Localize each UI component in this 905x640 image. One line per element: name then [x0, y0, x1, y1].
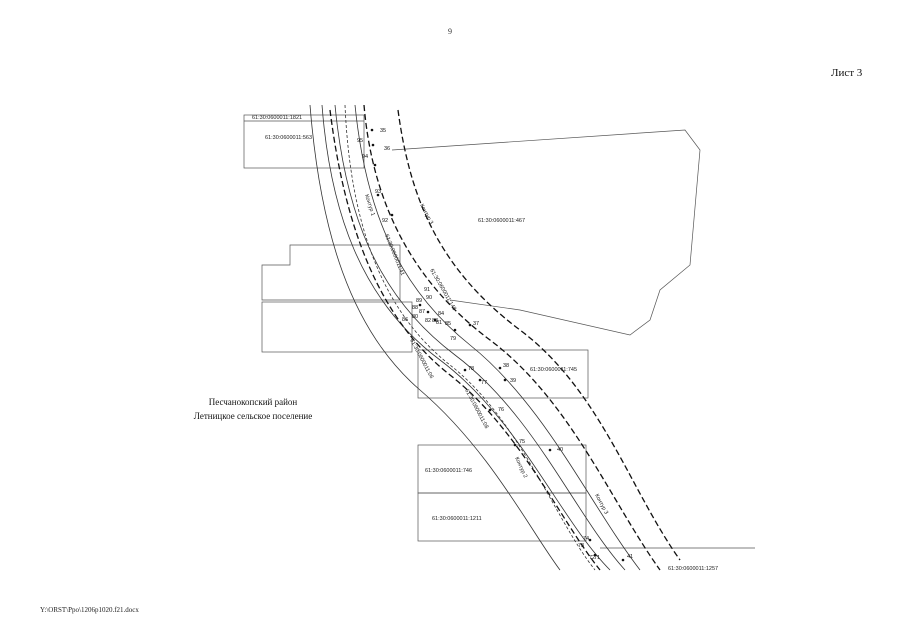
hatched-boundary-left: [329, 109, 601, 571]
hatched-boundary-outer: [397, 109, 681, 561]
contour-label-2: Контур 2: [513, 456, 528, 479]
parcel-label-1211: 61:30:0600011:1211: [432, 516, 482, 522]
settlement-name: Летницкое сельское поселение: [193, 411, 313, 421]
point-73: 73: [578, 543, 584, 549]
strip-label-2: 61:30:0600011:148: [428, 268, 457, 312]
point-38: 38: [503, 363, 509, 369]
point-37: 37: [473, 321, 479, 327]
point-35: 35: [380, 128, 386, 134]
strip-label-3: 61:30:0600011:06: [408, 338, 434, 380]
contour-label-3b: Контур 3: [593, 493, 609, 515]
point-94: 94: [362, 154, 368, 160]
point-84: 84: [438, 311, 444, 317]
point-81: 81: [436, 320, 442, 326]
corridor-line-1: [321, 104, 611, 571]
point-90: 90: [426, 295, 432, 301]
parcel-563-boundary: [243, 114, 365, 169]
hatched-boundary-right: [363, 104, 661, 571]
point-80: 80: [412, 314, 418, 320]
point-89: 89: [416, 298, 422, 304]
point-75: 75: [519, 439, 525, 445]
point-85: 85: [445, 321, 451, 327]
parcel-label-1257: 61:30:0600011:1257: [668, 566, 718, 572]
survey-points: [370, 128, 625, 562]
parcel-label-467: 61:30:0600011:467: [478, 218, 525, 224]
parcel-label-745: 61:30:0600011:745: [530, 367, 577, 373]
point-86: 86: [402, 317, 408, 323]
point-91: 91: [424, 287, 430, 293]
point-72: 72: [589, 555, 595, 561]
point-78: 78: [468, 366, 474, 372]
point-92: 92: [382, 218, 388, 224]
point-71: 71: [594, 555, 600, 561]
parcel-left-upper: [261, 244, 401, 301]
point-36: 36: [384, 146, 390, 152]
point-79: 79: [450, 336, 456, 342]
parcel-467-boundary: [391, 129, 701, 336]
district-name: Песчанокопский район: [208, 397, 298, 407]
point-93: 93: [375, 189, 381, 195]
corridor-line-2: [334, 104, 626, 571]
parcel-label-563: 61:30:0600011:563: [265, 135, 312, 141]
strip-label-4: 61:30:0600011:08: [463, 388, 489, 430]
point-39: 39: [510, 378, 516, 384]
point-74: 74: [583, 536, 589, 542]
point-40: 40: [557, 447, 563, 453]
point-82: 82: [425, 318, 431, 324]
contour-label-3a: Контур 3: [418, 203, 434, 225]
point-88: 88: [412, 305, 418, 311]
sheet-label: Лист 3: [831, 67, 863, 79]
page-number: 9: [448, 27, 452, 36]
contour-label-1: Контур 1: [363, 194, 376, 217]
corridor-line-3: [354, 104, 641, 571]
point-41: 41: [627, 554, 633, 560]
point-95: 95: [357, 138, 363, 144]
point-76: 76: [498, 407, 504, 413]
point-87: 87: [419, 309, 425, 315]
strip-label-1: 61:30:0600011:41: [383, 234, 405, 277]
parcel-label-746: 61:30:0600011:746: [425, 468, 472, 474]
point-77: 77: [481, 380, 487, 386]
footer-file-path: Y:\ORST\Ppo\1206p1020.f21.docx: [40, 606, 139, 614]
district-label: Песчанокопский район Летницкое сельское …: [178, 395, 328, 423]
corridor-outer-left: [309, 104, 561, 571]
point-83: 83: [432, 318, 438, 324]
parcel-label-1821: 61:30:0600011:1821: [252, 115, 302, 121]
